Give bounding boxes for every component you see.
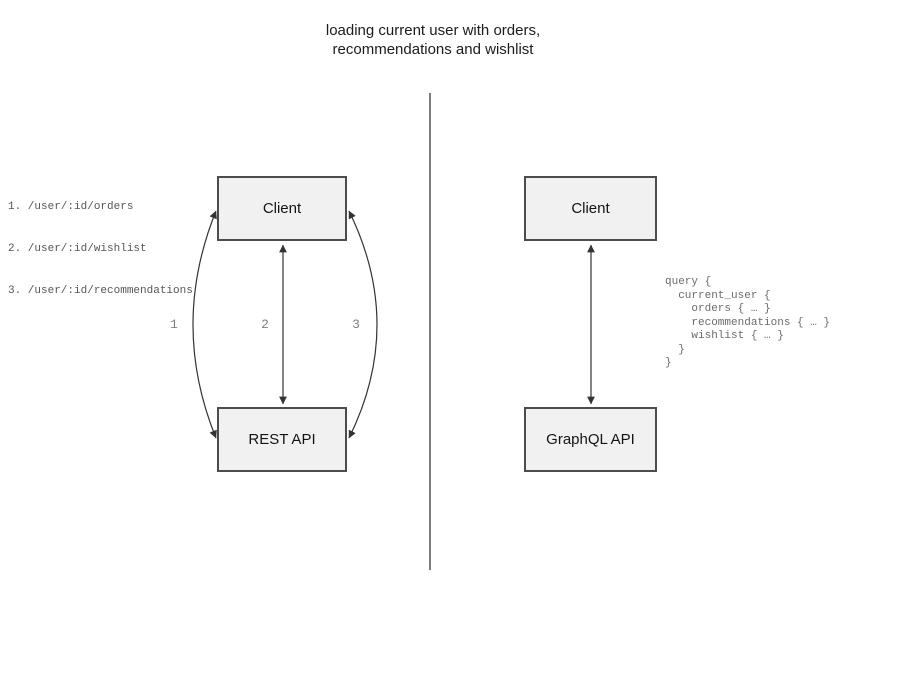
graphql-query-block: query { current_user { orders { … } reco… bbox=[665, 276, 830, 371]
query-line: recommendations { … } bbox=[665, 316, 831, 329]
graphql-client-label: Client bbox=[571, 200, 610, 217]
rest-endpoint-recommendations: 3. /user/:id/recommendations bbox=[8, 285, 193, 297]
rest-arrow-label-1: 1 bbox=[170, 317, 178, 332]
rest-arrow-label-2: 2 bbox=[261, 317, 269, 332]
query-line: } bbox=[665, 343, 685, 356]
graphql-api-node: GraphQL API bbox=[524, 407, 657, 472]
query-line: orders { … } bbox=[665, 303, 771, 315]
diagram-title: loading current user with orders, recomm… bbox=[233, 21, 633, 59]
rest-arrow-1 bbox=[192, 210, 217, 439]
rest-client-node: Client bbox=[217, 176, 347, 241]
title-line-1: loading current user with orders, bbox=[325, 22, 541, 39]
query-line: } bbox=[665, 357, 672, 369]
rest-arrow-label-3: 3 bbox=[352, 317, 360, 332]
rest-endpoint-wishlist: 2. /user/:id/wishlist bbox=[8, 243, 147, 255]
rest-endpoint-orders: 1. /user/:id/orders bbox=[8, 201, 134, 213]
rest-api-node: REST API bbox=[217, 407, 347, 472]
title-line-2: recommendations and wishlist bbox=[332, 41, 534, 58]
graphql-client-node: Client bbox=[524, 176, 657, 241]
rest-client-label: Client bbox=[262, 200, 302, 217]
vertical-divider bbox=[429, 93, 431, 570]
query-line: wishlist { … } bbox=[665, 330, 784, 342]
rest-endpoint-list: 1. /user/:id/orders 2. /user/:id/wishlis… bbox=[8, 172, 193, 326]
query-line: query { bbox=[665, 276, 712, 288]
graphql-api-label: GraphQL API bbox=[546, 431, 635, 448]
rest-api-label: REST API bbox=[248, 431, 316, 448]
query-line: current_user { bbox=[665, 289, 771, 302]
